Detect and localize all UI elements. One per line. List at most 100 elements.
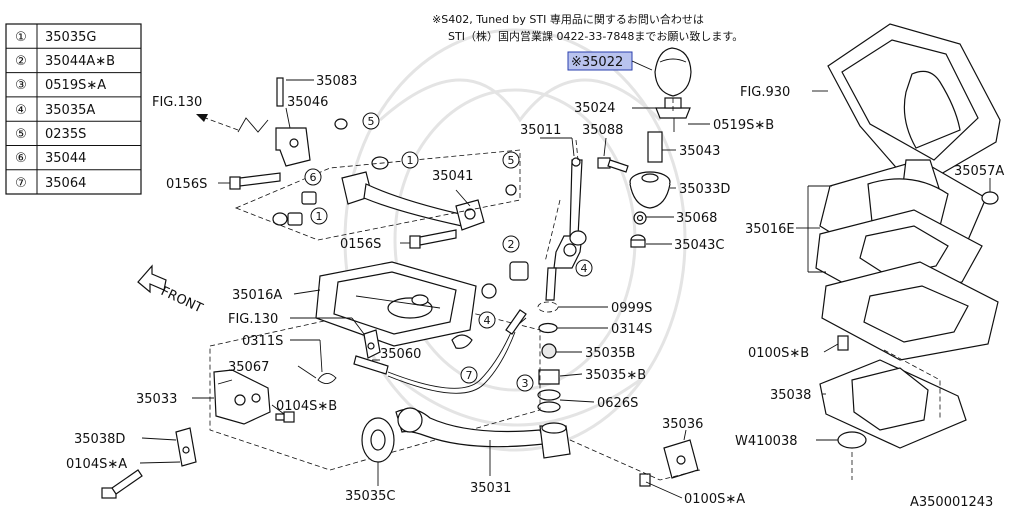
callout-2a: 2 bbox=[508, 238, 515, 251]
fig130-arrow-upper bbox=[196, 114, 269, 133]
label-35024: 35024 bbox=[574, 101, 615, 116]
label-0999s: 0999S bbox=[611, 301, 652, 316]
label-35041: 35041 bbox=[432, 169, 473, 184]
shift-lever-35011 bbox=[545, 157, 583, 301]
label-35038: 35038 bbox=[770, 388, 811, 403]
legend-part-7: 35064 bbox=[45, 176, 86, 191]
label-35043c: 35043C bbox=[674, 238, 724, 253]
label-35088: 35088 bbox=[582, 123, 623, 138]
legend-num-2: ② bbox=[15, 54, 27, 69]
callout-5b: 5 bbox=[508, 154, 515, 167]
label-0104s-a: 0104S∗A bbox=[66, 457, 127, 472]
label-35016a: 35016A bbox=[232, 288, 282, 303]
bush-35035c bbox=[361, 417, 395, 463]
spring-35043 bbox=[647, 131, 663, 163]
label-0314s: 0314S bbox=[611, 322, 652, 337]
boot-plates-35016e bbox=[815, 159, 999, 361]
callout-3a: 3 bbox=[522, 377, 529, 390]
part-labels: 35083 35046 FIG.130 0156S 35041 0156S 35… bbox=[66, 74, 1004, 510]
label-0311s: 0311S bbox=[242, 334, 283, 349]
clip-0311s bbox=[317, 373, 337, 384]
legend-part-5: 0235S bbox=[45, 127, 86, 142]
callout-6a: 6 bbox=[310, 171, 317, 184]
label-35060: 35060 bbox=[380, 347, 421, 362]
label-35035-star-b: 35035∗B bbox=[585, 368, 646, 383]
label-0156s-lower: 0156S bbox=[340, 237, 381, 252]
callout-4b: 4 bbox=[484, 314, 491, 327]
shift-rod-35031 bbox=[395, 407, 571, 459]
bolt-0156s-upper bbox=[229, 172, 281, 190]
bolt-0100s-a bbox=[639, 473, 651, 487]
bracket-35033 bbox=[213, 369, 271, 425]
legend-num-3: ③ bbox=[15, 78, 27, 93]
label-35043: 35043 bbox=[679, 144, 720, 159]
part-35022-highlight[interactable]: ※35022 bbox=[567, 51, 633, 71]
label-35035c: 35035C bbox=[345, 489, 395, 504]
cable-35060 bbox=[353, 309, 527, 394]
label-35033: 35033 bbox=[136, 392, 177, 407]
clip-35057a bbox=[981, 191, 999, 205]
link-bar-35041 bbox=[341, 171, 485, 231]
label-35016e: 35016E bbox=[745, 222, 795, 237]
label-35011: 35011 bbox=[520, 123, 561, 138]
label-35067: 35067 bbox=[228, 360, 269, 375]
bolt-35088 bbox=[597, 157, 629, 173]
legend-num-6: ⑥ bbox=[15, 151, 27, 166]
label-35036: 35036 bbox=[662, 417, 703, 432]
label-0100s-b: 0100S∗B bbox=[748, 346, 809, 361]
label-0156s-upper: 0156S bbox=[166, 177, 207, 192]
legend-part-4: 35035A bbox=[45, 103, 95, 118]
label-35033d: 35033D bbox=[679, 182, 730, 197]
callout-7a: 7 bbox=[466, 369, 473, 382]
legend-part-1: 35035G bbox=[45, 30, 96, 45]
leader-lines bbox=[139, 79, 991, 499]
legend-num-1: ① bbox=[15, 30, 27, 45]
callout-1b: 1 bbox=[316, 210, 323, 223]
clip-35064 bbox=[451, 334, 473, 349]
label-35057a: 35057A bbox=[954, 164, 1004, 179]
label-35046: 35046 bbox=[287, 95, 328, 110]
bracket-35038d bbox=[175, 427, 197, 467]
bracket-35038 bbox=[819, 335, 967, 449]
label-fig930: FIG.930 bbox=[740, 85, 790, 100]
sti-note-line2: STI（株）国内営業課 0422-33-7848までお願い致します。 bbox=[448, 29, 743, 43]
label-35068: 35068 bbox=[676, 211, 717, 226]
label-w410038: W410038 bbox=[735, 434, 797, 449]
nut-35068 bbox=[633, 211, 647, 225]
knob-adapter-35024 bbox=[655, 97, 691, 132]
legend-num-4: ④ bbox=[15, 103, 27, 118]
callout-circles: 5 1 6 1 5 2 4 4 7 3 bbox=[304, 112, 593, 392]
label-0100s-a: 0100S∗A bbox=[684, 492, 745, 507]
pad-w410038 bbox=[837, 431, 867, 449]
label-0104s-b: 0104S∗B bbox=[276, 399, 337, 414]
lever-seat-stack bbox=[537, 301, 561, 413]
legend-num-7: ⑦ bbox=[15, 176, 27, 191]
legend-part-2: 35044A∗B bbox=[45, 54, 115, 69]
legend-table: ① 35035G ② 35044A∗B ③ 0519S∗A ④ 35035A ⑤… bbox=[5, 23, 142, 195]
bolt-0156s-lower bbox=[409, 229, 457, 249]
legend-part-3: 0519S∗A bbox=[45, 78, 106, 93]
front-arrow bbox=[137, 264, 167, 294]
label-35035b: 35035B bbox=[585, 346, 635, 361]
console-fig930 bbox=[827, 23, 1001, 179]
sti-note-line1: ※S402, Tuned by STI 専用品に関するお問い合わせは bbox=[432, 12, 704, 26]
callout-5a: 5 bbox=[368, 115, 375, 128]
label-0626s: 0626S bbox=[597, 396, 638, 411]
bushing-35043c bbox=[630, 234, 646, 248]
base-plate-35016a bbox=[315, 261, 477, 347]
bolt-0104s-a bbox=[101, 469, 143, 499]
shift-knob bbox=[654, 47, 692, 97]
label-35031: 35031 bbox=[470, 481, 511, 496]
label-fig130-lower: FIG.130 bbox=[228, 312, 278, 327]
label-0519s-b: 0519S∗B bbox=[713, 118, 774, 133]
bracket-35046 bbox=[275, 77, 311, 167]
callout-1a: 1 bbox=[407, 154, 414, 167]
boot-35033d bbox=[629, 171, 671, 209]
legend-part-6: 35044 bbox=[45, 151, 86, 166]
bracket-35036 bbox=[663, 439, 699, 479]
label-35083: 35083 bbox=[316, 74, 357, 89]
part-35022-label[interactable]: ※35022 bbox=[571, 55, 623, 70]
callout-4a: 4 bbox=[581, 262, 588, 275]
